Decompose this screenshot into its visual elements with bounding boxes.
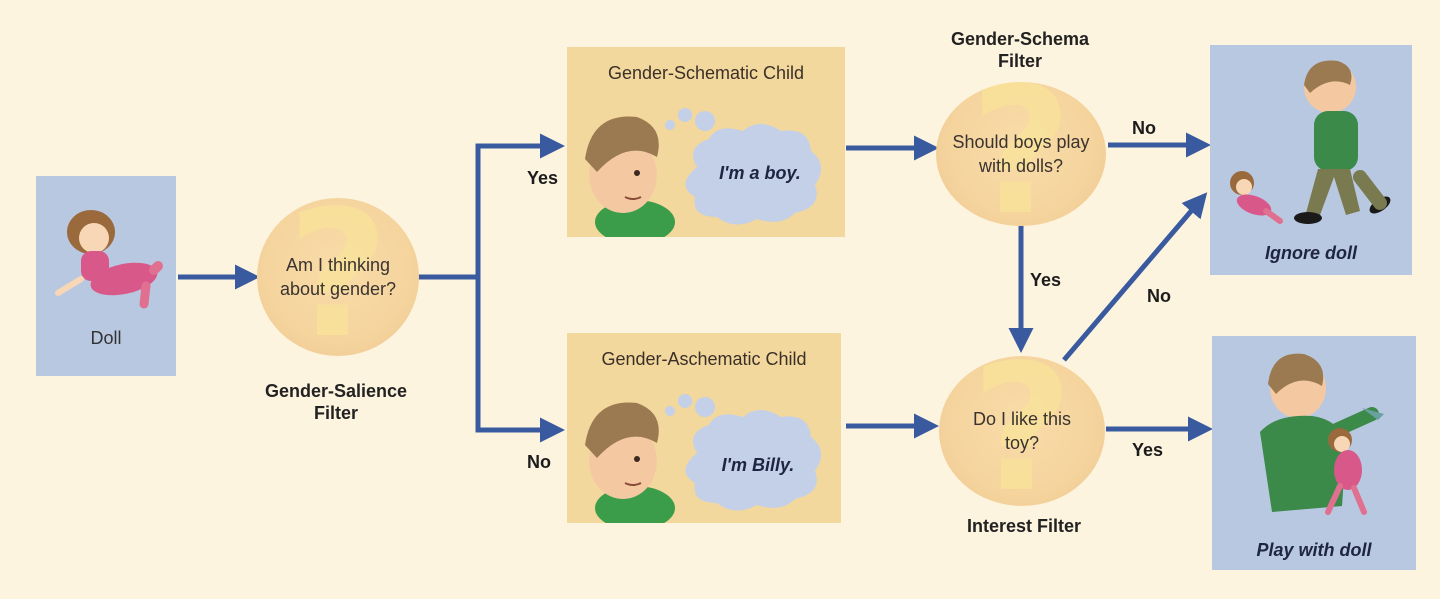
schema-yes-label: Yes <box>1030 270 1062 290</box>
doll-box: Doll <box>36 176 176 376</box>
gender-schematic-child-box: Gender-Schematic Child I'm a boy. <box>567 47 845 237</box>
interest-no-label: No <box>1147 286 1171 306</box>
question-mark-icon: ? <box>970 82 1072 226</box>
ignore-doll-caption: Ignore doll <box>1265 243 1357 263</box>
arrow-to-schematic <box>475 133 565 277</box>
gender-aschematic-title: Gender-Aschematic Child <box>601 349 807 369</box>
gender-schema-question: Should boys play with dolls? <box>952 132 1090 176</box>
arrow-to-aschematic <box>475 277 565 443</box>
doll-illustration <box>55 210 163 309</box>
doll-caption: Doll <box>90 328 122 348</box>
gender-salience-question: Am I thinking about gender? <box>279 255 397 299</box>
question-mark-icon: ? <box>287 198 389 356</box>
question-mark-icon: ? <box>971 356 1073 506</box>
boy-playing-with-doll-illustration <box>1260 353 1384 515</box>
interest-question: Do I like this toy? <box>972 409 1072 453</box>
boy-walking-away-illustration <box>1230 60 1391 224</box>
aschematic-thought-text: I'm Billy. <box>721 455 795 475</box>
gender-schema-circle: ? Should boys play with dolls? <box>936 82 1106 226</box>
play-with-doll-caption: Play with doll <box>1256 540 1372 560</box>
salience-yes-label: Yes <box>527 168 559 188</box>
interest-circle: ? Do I like this toy? <box>939 356 1105 506</box>
boy-thinking-illustration <box>585 108 822 237</box>
salience-no-label: No <box>527 452 551 472</box>
arrow-interest-no <box>1062 192 1208 362</box>
ignore-doll-box: Ignore doll <box>1210 45 1412 275</box>
gender-salience-circle: ? Am I thinking about gender? <box>257 198 419 356</box>
gender-schema-label: Gender-Schema Filter <box>950 29 1090 71</box>
gender-schematic-title: Gender-Schematic Child <box>607 63 805 83</box>
gender-salience-label: Gender-Salience Filter <box>264 381 408 423</box>
interest-filter-label: Interest Filter <box>966 516 1082 536</box>
schematic-thought-text: I'm a boy. <box>719 163 801 183</box>
boy-thinking-illustration <box>585 394 822 523</box>
play-with-doll-box: Play with doll <box>1212 336 1416 570</box>
interest-yes-label: Yes <box>1132 440 1164 460</box>
schema-no-label: No <box>1132 118 1156 138</box>
gender-aschematic-child-box: Gender-Aschematic Child I'm Billy. <box>567 333 841 523</box>
